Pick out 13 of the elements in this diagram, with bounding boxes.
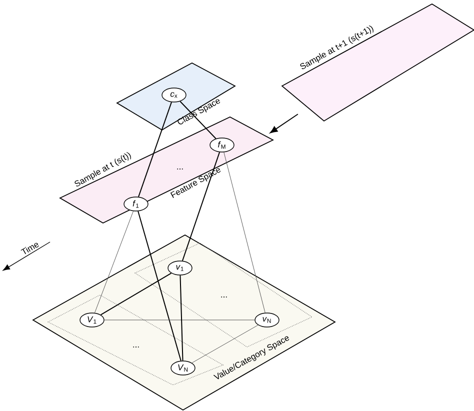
text-label: ... [177,168,183,170]
connector-line [182,152,220,262]
text-label: ... [221,296,227,298]
text-label: ... [133,346,139,348]
connector-line [180,100,216,140]
connector-line [94,210,134,314]
connector-line [138,102,172,198]
connector-line [180,274,184,362]
connector-line [138,210,182,362]
connector-line [100,272,172,316]
connector-line [192,324,258,364]
arrow [270,114,298,134]
connector-line [224,152,266,313]
